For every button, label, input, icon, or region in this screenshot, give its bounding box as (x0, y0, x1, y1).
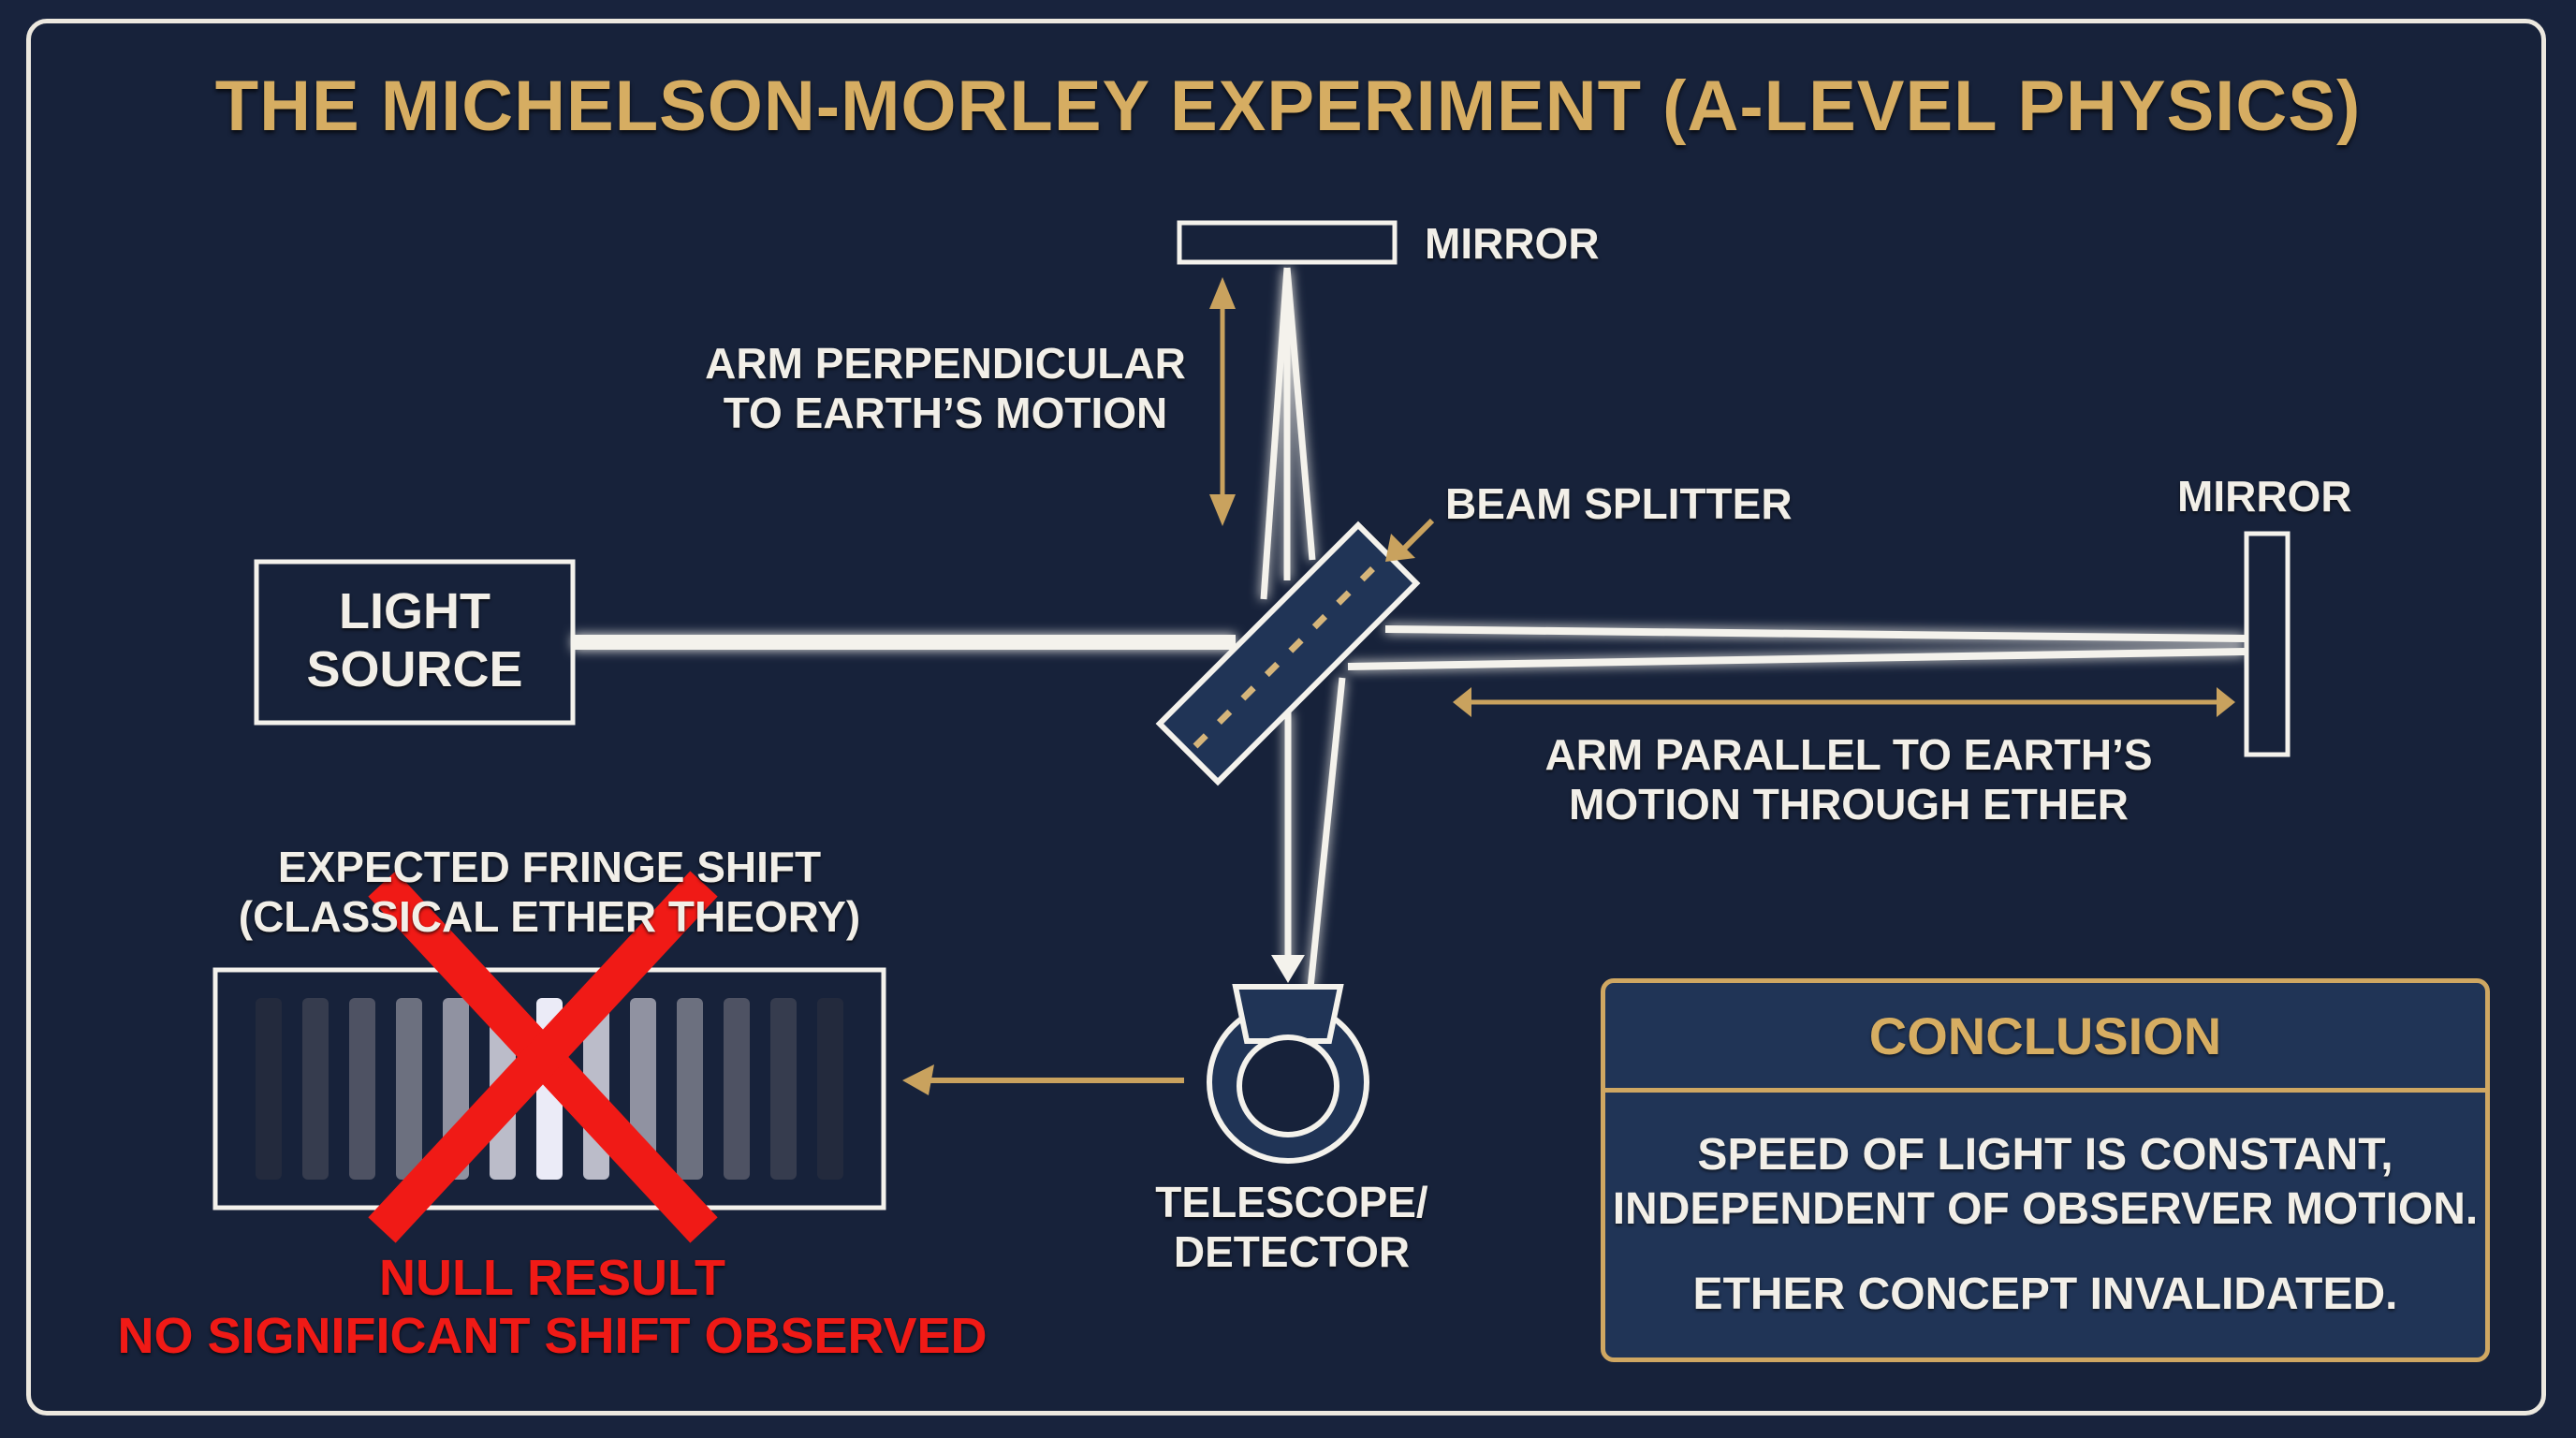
mirror-top (1177, 220, 1398, 265)
fringe-bar (677, 998, 703, 1180)
perpendicular-arm-label: ARM PERPENDICULAR TO EARTH’S MOTION (693, 339, 1198, 438)
fringe-bar (396, 998, 422, 1180)
conclusion-panel: CONCLUSION SPEED OF LIGHT IS CONSTANT,IN… (1601, 978, 2490, 1362)
mirror-right-label: MIRROR (2177, 472, 2352, 521)
detector-line1: TELESCOPE/ (1155, 1178, 1428, 1226)
fringe-panel-title: EXPECTED FRINGE SHIFT (CLASSICAL ETHER T… (215, 843, 884, 942)
fringe-title-line2: (CLASSICAL ETHER THEORY) (238, 891, 861, 941)
gold-arrows (902, 277, 2235, 1095)
light-source-line1: LIGHT (339, 583, 490, 639)
fringe-bar (724, 998, 750, 1180)
detector-label: TELESCOPE/ DETECTOR (1123, 1178, 1460, 1277)
parallel-arm-line1: ARM PARALLEL TO EARTH’S (1544, 730, 2153, 779)
fringe-bar (302, 998, 329, 1180)
fringe-bar (349, 998, 375, 1180)
conclusion-body: SPEED OF LIGHT IS CONSTANT,INDEPENDENT O… (1605, 1093, 2485, 1322)
crossed-out-icon (368, 871, 718, 1243)
mirror-right (2244, 531, 2291, 757)
fringe-bar (770, 998, 797, 1180)
fringe-title-line1: EXPECTED FRINGE SHIFT (277, 843, 822, 891)
null-result-label: NULL RESULT NO SIGNIFICANT SHIFT OBSERVE… (37, 1249, 1067, 1365)
light-beams (573, 267, 2246, 989)
parallel-arm-line2: MOTION THROUGH ETHER (1569, 779, 2129, 829)
light-source-box (254, 559, 576, 726)
page-title: THE MICHELSON-MORLEY EXPERIMENT (A-LEVEL… (214, 66, 2362, 146)
conclusion-line2: INDEPENDENT OF OBSERVER MOTION. (1612, 1183, 2479, 1234)
fringe-bar (256, 998, 282, 1180)
beam-arrowhead-icon (1271, 955, 1305, 983)
fringe-bar (817, 998, 843, 1180)
null-result-line2: NO SIGNIFICANT SHIFT OBSERVED (117, 1308, 988, 1365)
beam-splitter-label: BEAM SPLITTER (1445, 479, 1793, 528)
perpendicular-arm-line1: ARM PERPENDICULAR (705, 339, 1186, 388)
conclusion-line3: ETHER CONCEPT INVALIDATED. (1692, 1269, 2398, 1320)
conclusion-heading: CONCLUSION (1605, 983, 2485, 1093)
null-result-line1: NULL RESULT (379, 1250, 725, 1306)
telescope-detector-icon (1207, 984, 1369, 1164)
light-source-line2: SOURCE (306, 641, 523, 698)
mirror-top-label: MIRROR (1425, 219, 1600, 268)
parallel-arm-label: ARM PARALLEL TO EARTH’S MOTION THROUGH E… (1498, 730, 2200, 829)
perpendicular-arm-line2: TO EARTH’S MOTION (723, 388, 1168, 437)
detector-line2: DETECTOR (1173, 1226, 1411, 1276)
light-source-label: LIGHT SOURCE (256, 582, 573, 698)
conclusion-line1: SPEED OF LIGHT IS CONSTANT, (1697, 1130, 2393, 1180)
